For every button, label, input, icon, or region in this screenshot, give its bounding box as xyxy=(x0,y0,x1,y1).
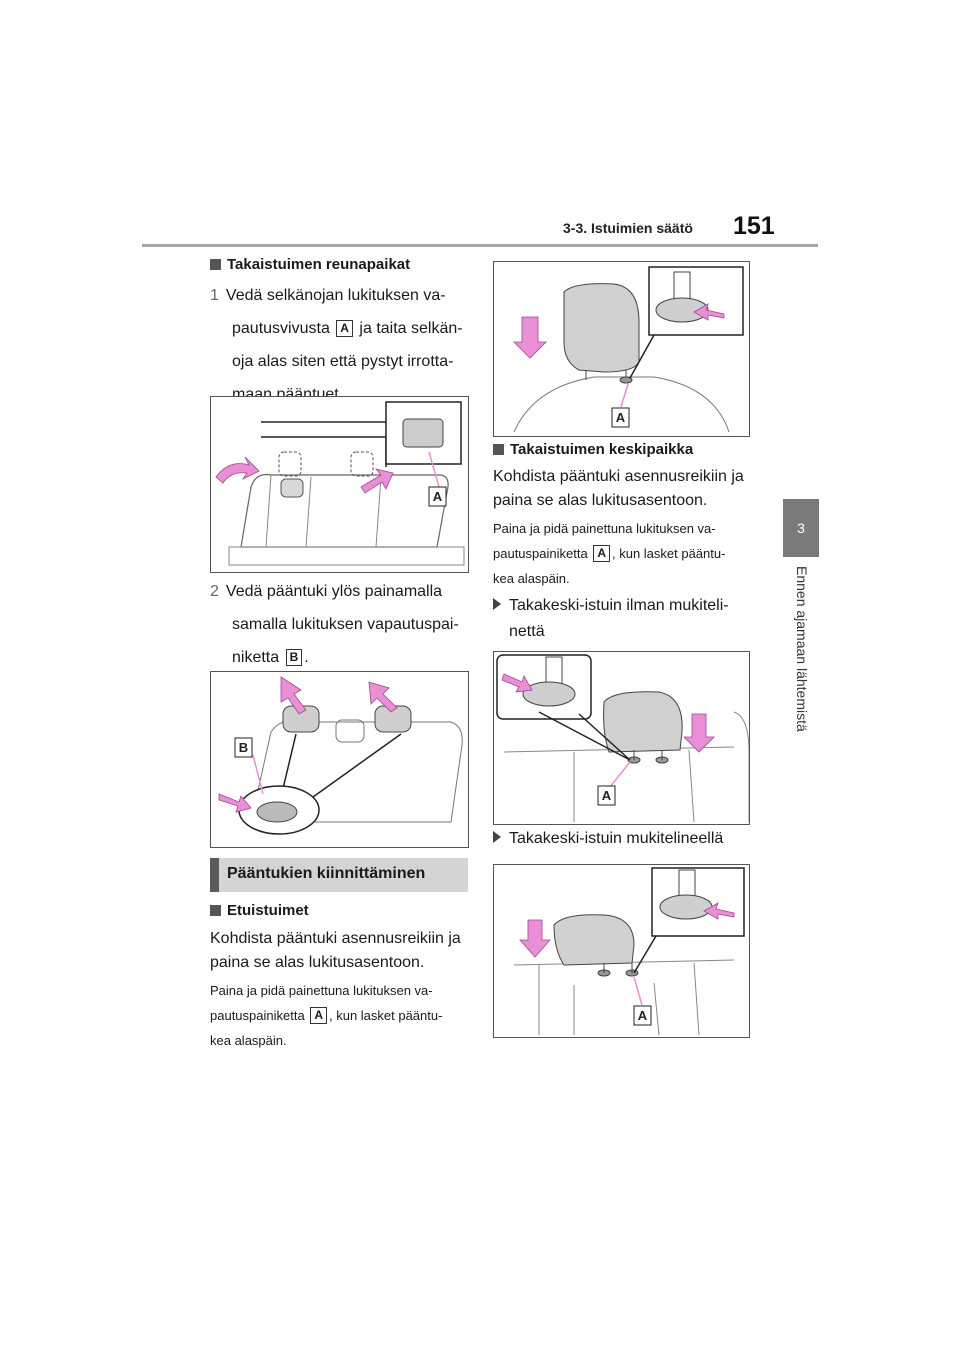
paragraph-line: Kohdista pääntuki asennusreikiin ja xyxy=(210,930,461,947)
note-line: Paina ja pidä painettuna lukituksen va- xyxy=(493,521,716,536)
figure-center-with-cupholder: A xyxy=(493,864,750,1038)
figure-fold-seatback: A xyxy=(210,396,469,573)
section-edge xyxy=(210,858,219,892)
step-text: Vedä selkänojan lukituksen va- xyxy=(225,287,446,304)
step-text: . xyxy=(304,649,309,666)
label-a-badge: A xyxy=(310,1007,327,1024)
heading-front-seats: Etuistuimet xyxy=(210,902,309,919)
label-a-badge: A xyxy=(593,545,610,562)
figure-label-a: A xyxy=(602,788,612,803)
step-text: samalla lukituksen vapautuspai- xyxy=(232,616,459,633)
figure-center-no-cupholder: A xyxy=(493,651,750,825)
section-header-installing: Pääntukien kiinnittäminen xyxy=(210,858,468,892)
square-bullet-icon xyxy=(210,259,221,270)
heading-text: Takaistuimen reunapaikat xyxy=(227,256,411,273)
bullet-text: nettä xyxy=(509,623,545,640)
note-line: kea alaspäin. xyxy=(210,1033,287,1048)
note-line: , kun lasket pääntu- xyxy=(611,546,726,561)
label-a-badge: A xyxy=(336,320,353,337)
step-text: niketta xyxy=(232,649,280,666)
step-2: 2 Vedä pääntuki ylös painamalla samalla l… xyxy=(210,578,470,672)
heading-text: Etuistuimet xyxy=(227,902,309,919)
step-number: 2 xyxy=(210,583,219,600)
paragraph-line: Kohdista pääntuki asennusreikiin ja xyxy=(493,468,744,485)
note-line: kea alaspäin. xyxy=(493,571,570,586)
triangle-bullet-icon xyxy=(493,831,501,843)
paragraph-front: Kohdista pääntuki asennusreikiin ja pain… xyxy=(210,927,472,975)
paragraph-line: paina se alas lukitusasentoon. xyxy=(210,954,425,971)
bullet-text: Takakeski-istuin mukitelineellä xyxy=(509,830,724,847)
bullet-text: Takakeski-istuin ilman mukiteli- xyxy=(509,597,729,614)
note-line: pautuspainiketta xyxy=(493,546,588,561)
step-number: 1 xyxy=(210,287,219,304)
step-1: 1 Vedä selkänojan lukituksen va- pautusvi… xyxy=(210,282,470,409)
header-divider xyxy=(142,244,818,247)
step-text: ja taita selkän- xyxy=(359,320,463,337)
step-text: Vedä pääntuki ylös painamalla xyxy=(225,583,443,600)
square-bullet-icon xyxy=(493,444,504,455)
section-header-text: Pääntukien kiinnittäminen xyxy=(227,865,426,882)
square-bullet-icon xyxy=(210,905,221,916)
step-text: pautusvivusta xyxy=(232,320,330,337)
figure-label-a: A xyxy=(616,410,626,425)
figure-label-a: A xyxy=(433,489,443,504)
triangle-bullet-icon xyxy=(493,598,501,610)
paragraph-rear-center: Kohdista pääntuki asennusreikiin ja pain… xyxy=(493,465,755,513)
figure-front-headrest-install: A xyxy=(493,261,750,437)
page-number: 151 xyxy=(733,212,775,240)
note-front: Paina ja pidä painettuna lukituksen va- … xyxy=(210,978,472,1053)
figure-label-a: A xyxy=(638,1008,648,1023)
note-line: Paina ja pidä painettuna lukituksen va- xyxy=(210,983,433,998)
label-b-badge: B xyxy=(285,649,303,666)
chapter-tab[interactable]: 3 xyxy=(783,499,819,557)
figure-remove-headrest: B xyxy=(210,671,469,848)
bullet-with-cupholder: Takakeski-istuin mukitelineellä xyxy=(493,826,755,852)
note-rear-center: Paina ja pidä painettuna lukituksen va- … xyxy=(493,516,755,591)
note-line: pautuspainiketta xyxy=(210,1008,305,1023)
step-text: oja alas siten että pystyt irrotta- xyxy=(232,353,454,370)
bullet-without-cupholder: Takakeski-istuin ilman mukiteli- nettä xyxy=(493,593,755,645)
section-title: 3-3. Istuimien säätö xyxy=(563,220,693,236)
figure-label-b: B xyxy=(239,740,248,755)
heading-rear-center-seat: Takaistuimen keskipaikka xyxy=(493,441,693,458)
heading-text: Takaistuimen keskipaikka xyxy=(510,441,694,458)
heading-rear-outer-seats: Takaistuimen reunapaikat xyxy=(210,256,410,273)
chapter-title: Ennen ajamaan lähtemistä xyxy=(794,566,810,732)
note-line: , kun lasket pääntu- xyxy=(328,1008,443,1023)
paragraph-line: paina se alas lukitusasentoon. xyxy=(493,492,708,509)
